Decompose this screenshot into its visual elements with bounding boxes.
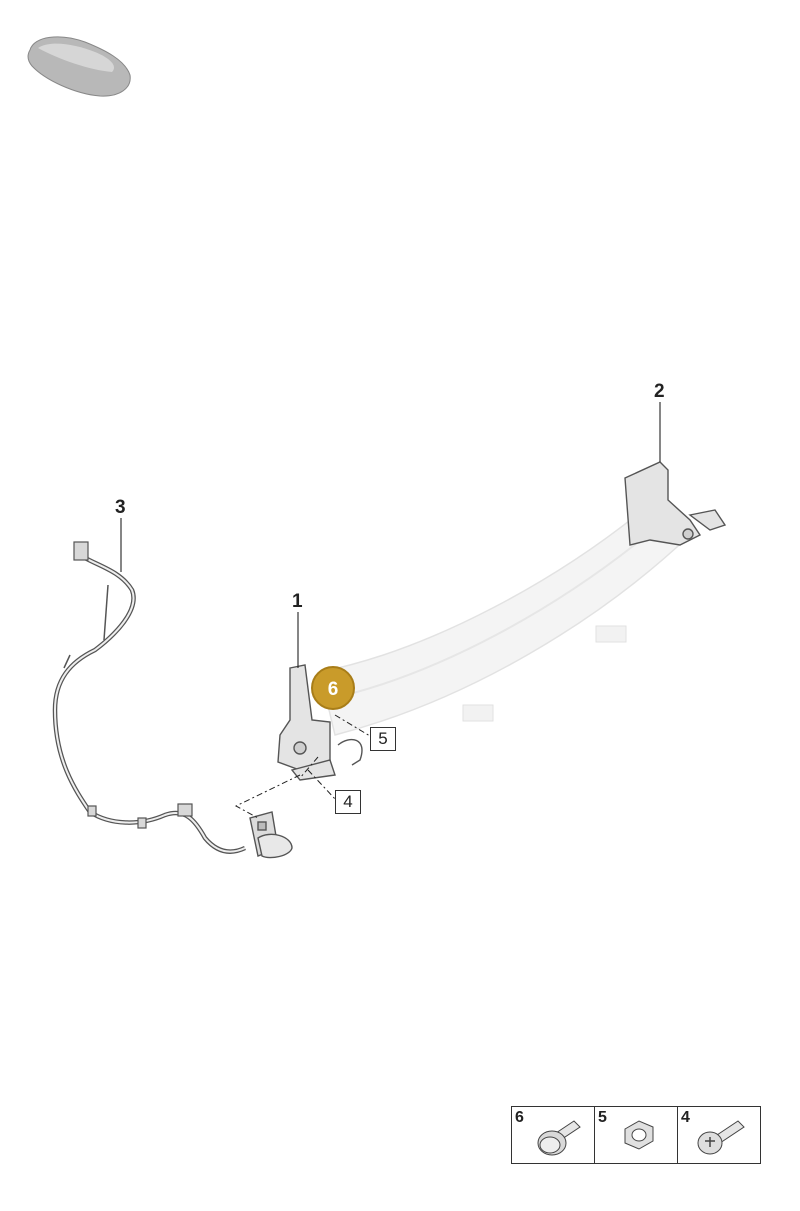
harness-branch — [63, 584, 109, 669]
callout-part-3[interactable]: 3 — [115, 497, 126, 518]
highlighted-part-6-marker[interactable]: 6 — [311, 666, 355, 710]
harness-connector — [73, 541, 193, 829]
legend-item-6[interactable]: 6 — [512, 1107, 595, 1163]
legend-item-5[interactable]: 5 — [595, 1107, 678, 1163]
legend-item-4[interactable]: 4 — [678, 1107, 760, 1163]
callout-part-1[interactable]: 1 — [292, 591, 303, 612]
legend-number: 5 — [598, 1109, 607, 1126]
fastener-legend: 6 5 4 — [511, 1106, 761, 1164]
bumper-crossmember — [319, 498, 692, 736]
wiring-harness-inner — [53, 554, 246, 853]
flange-bolt-icon — [537, 1120, 581, 1156]
callout-part-2[interactable]: 2 — [654, 381, 665, 402]
bracket-right — [624, 461, 727, 546]
wiring-harness — [52, 553, 246, 854]
torx-bolt-icon — [697, 1120, 745, 1155]
leader-lines — [120, 402, 661, 668]
legend-number: 6 — [515, 1109, 524, 1126]
hex-nut-icon — [624, 1120, 654, 1150]
sensor-housing — [249, 811, 293, 859]
box-label-part-5[interactable]: 5 — [370, 727, 396, 751]
box-label-part-4[interactable]: 4 — [335, 790, 361, 814]
legend-number: 4 — [681, 1109, 690, 1126]
car-silhouette-icon[interactable] — [27, 36, 131, 97]
